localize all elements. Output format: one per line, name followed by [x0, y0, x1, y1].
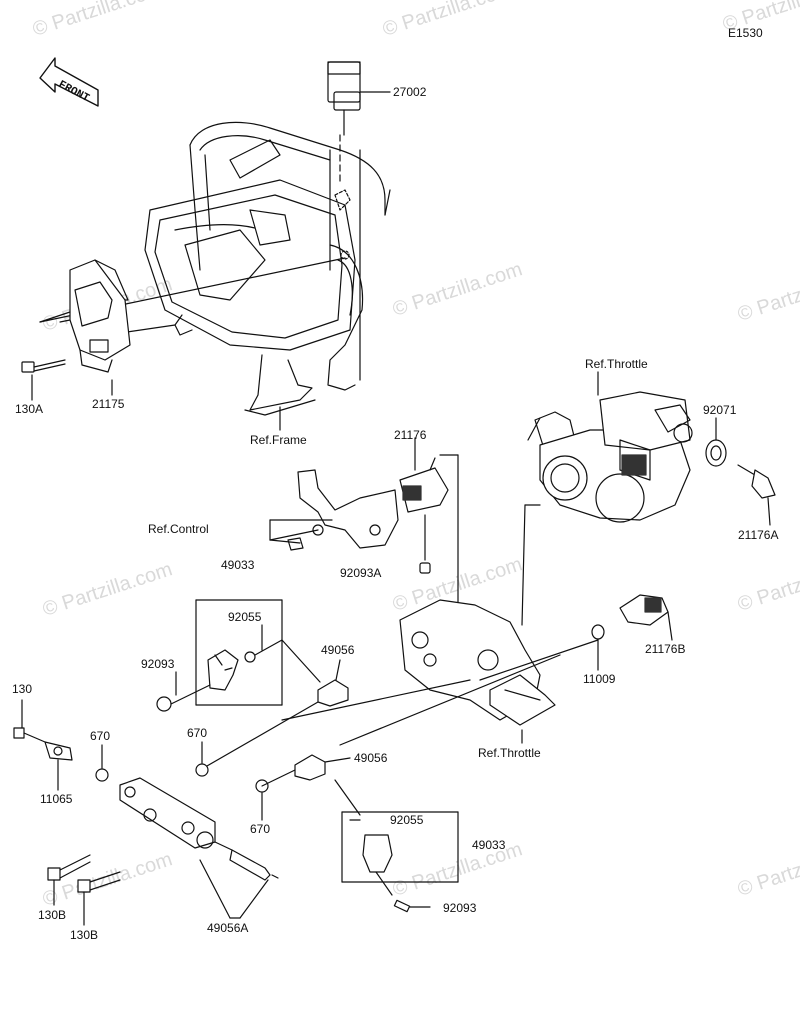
- part-label-11009[interactable]: 11009: [583, 672, 616, 686]
- injector-lower: [261, 754, 459, 913]
- injector-49056-top: [199, 659, 349, 771]
- ref-frame-label[interactable]: Ref.Frame: [250, 433, 307, 447]
- part-label-130B-a[interactable]: 130B: [38, 908, 67, 922]
- ref-control-label[interactable]: Ref.Control: [148, 522, 209, 536]
- part-label-130B-b[interactable]: 130B: [70, 928, 99, 942]
- part-label-21175[interactable]: 21175: [92, 397, 125, 411]
- part-label-49056-mid[interactable]: 49056: [354, 751, 388, 765]
- part-label-49056-top[interactable]: 49056: [321, 643, 355, 657]
- connector-27002: [327, 61, 391, 186]
- part-label-670-a[interactable]: 670: [90, 729, 111, 743]
- sensor-21176: [399, 437, 449, 574]
- part-label-92093A[interactable]: 92093A: [340, 566, 382, 580]
- intake-manifold: [399, 599, 556, 744]
- part-label-49033-bottom[interactable]: 49033: [472, 838, 506, 852]
- part-label-21176B[interactable]: 21176B: [645, 642, 686, 656]
- part-label-92071[interactable]: 92071: [703, 403, 737, 417]
- part-label-92055-bottom[interactable]: 92055: [390, 813, 424, 827]
- part-label-130[interactable]: 130: [12, 682, 33, 696]
- front-arrow-icon: FRONT: [39, 57, 99, 107]
- part-label-670-b[interactable]: 670: [187, 726, 208, 740]
- bolt-130A: [21, 359, 66, 373]
- o-rings-670: [95, 741, 269, 821]
- part-label-49033-top[interactable]: 49033: [221, 558, 255, 572]
- part-label-27002[interactable]: 27002: [393, 85, 427, 99]
- part-label-92093-top[interactable]: 92093: [141, 657, 175, 671]
- sensor-21176B: [479, 594, 673, 681]
- bolts-130B: [47, 854, 121, 926]
- control-bracket: [269, 469, 399, 551]
- ecu-21175: [59, 259, 131, 373]
- seal-92071: [705, 417, 727, 467]
- fuel-rail: [119, 777, 279, 881]
- ref-throttle-bottom-label[interactable]: Ref.Throttle: [478, 746, 541, 760]
- part-label-92055-top[interactable]: 92055: [228, 610, 262, 624]
- part-label-670-c[interactable]: 670: [250, 822, 271, 836]
- ref-throttle-top-label[interactable]: Ref.Throttle: [585, 357, 648, 371]
- sensor-21176A: [737, 464, 776, 526]
- bolt-130: [13, 699, 73, 791]
- part-label-11065[interactable]: 11065: [40, 792, 73, 806]
- part-label-49056A[interactable]: 49056A: [207, 921, 249, 935]
- part-label-21176[interactable]: 21176: [394, 428, 427, 442]
- diagram-code: E1530: [728, 26, 763, 40]
- injector-upper: [156, 599, 321, 712]
- part-label-130A[interactable]: 130A: [15, 402, 44, 416]
- part-label-21176A[interactable]: 21176A: [738, 528, 779, 542]
- throttle-body: [527, 391, 693, 523]
- part-label-92093-bottom[interactable]: 92093: [443, 901, 477, 915]
